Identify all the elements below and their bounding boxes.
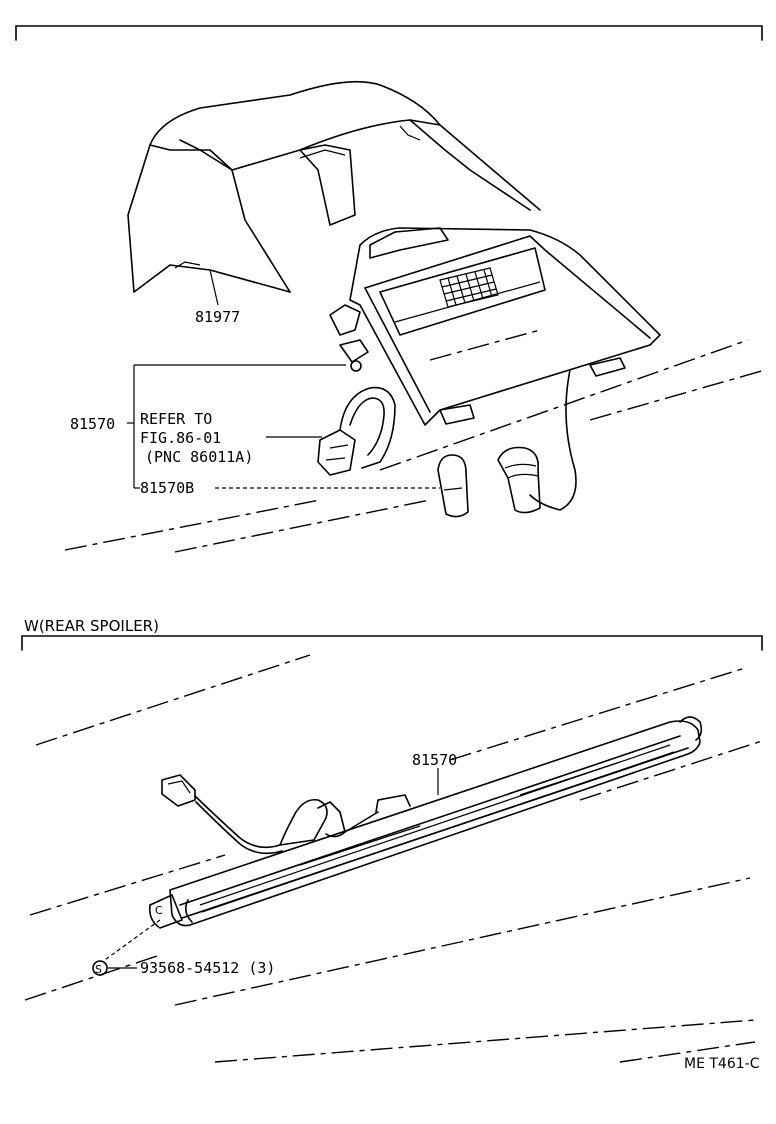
top-section-frame <box>15 25 763 41</box>
screw-callout <box>92 919 161 976</box>
spoiler-lamp-drawing <box>148 716 703 929</box>
bottom-section-frame <box>21 635 763 651</box>
clip-letter: C <box>155 904 163 917</box>
screw-symbol-circle <box>92 960 108 976</box>
refer-text-line3: (PNC 86011A) <box>145 448 253 466</box>
body-outline-bottom <box>24 654 766 1063</box>
bulb-part-number: 81570B <box>140 479 194 497</box>
refer-text-line2: FIG.86-01 <box>140 429 221 447</box>
section-title: W(REAR SPOILER) <box>24 617 159 635</box>
drawing-code: ME T461-C <box>684 1056 760 1072</box>
bulb-drawings <box>437 446 541 518</box>
screw-part-number: 93568-54512 (3) <box>140 959 275 977</box>
leader-lines-top <box>127 364 440 489</box>
lamp-part-number: 81570 <box>70 415 115 433</box>
lens-grid-mark <box>439 267 499 308</box>
wire-harness-drawing <box>317 386 396 476</box>
refer-text-line1: REFER TO <box>140 410 212 428</box>
high-mount-lamp-drawing <box>329 227 661 511</box>
body-outline-top <box>64 329 766 553</box>
spoiler-lamp-part-number: 81570 <box>412 751 457 769</box>
screw-symbol: S <box>95 963 102 976</box>
lamp-cover-drawing <box>127 80 541 306</box>
cover-part-number: 81977 <box>195 308 240 326</box>
